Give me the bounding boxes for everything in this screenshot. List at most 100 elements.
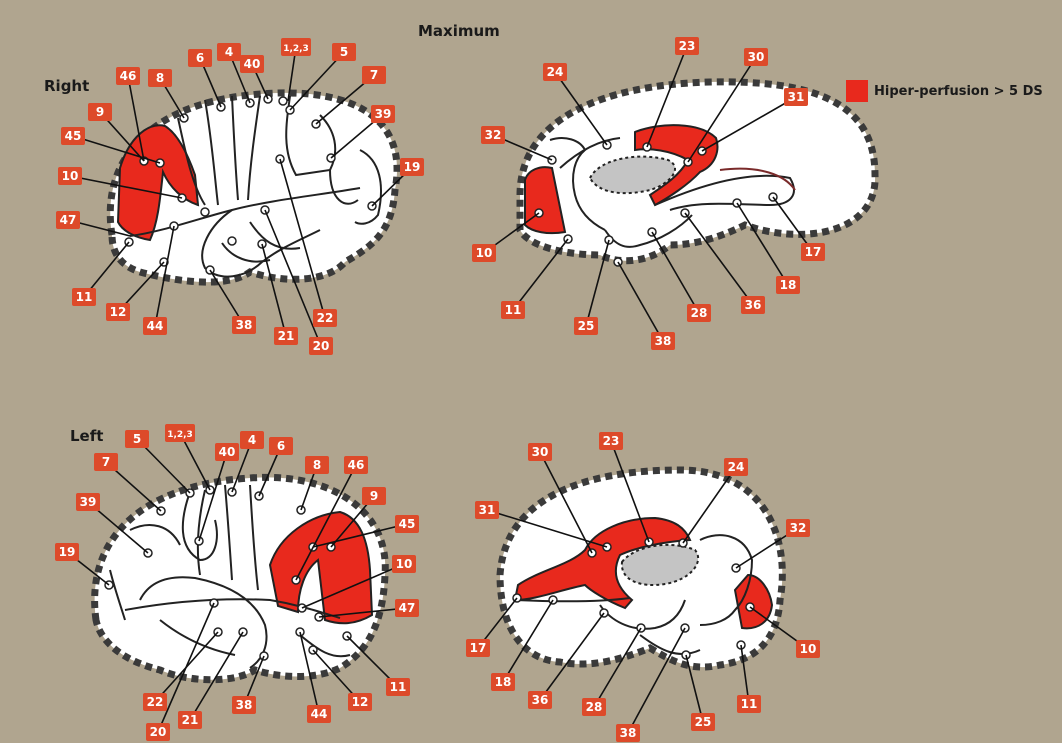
svg-text:22: 22 [147,695,164,709]
right-lateral-view [110,93,397,282]
left-medial-label: 30 [528,443,552,461]
left-medial-label: 31 [475,501,499,519]
left-medial-label: 24 [724,458,748,476]
svg-text:5: 5 [340,45,348,59]
svg-text:6: 6 [196,51,204,65]
svg-text:1,2,3: 1,2,3 [167,430,193,440]
left-lateral-label: 6 [269,437,293,455]
right-lateral-label: 12 [106,303,130,321]
svg-text:30: 30 [532,445,549,459]
right-medial-label: 38 [651,332,675,350]
svg-text:38: 38 [236,318,253,332]
svg-text:36: 36 [532,693,549,707]
right-medial-label: 30 [744,48,768,66]
right-medial-label: 36 [741,296,765,314]
right-lateral-label: 44 [143,317,167,335]
svg-text:5: 5 [133,432,141,446]
svg-text:20: 20 [150,725,167,739]
right-medial-label: 24 [543,63,567,81]
svg-text:11: 11 [505,303,522,317]
svg-text:25: 25 [695,715,712,729]
right-medial-label: 28 [687,304,711,322]
svg-text:36: 36 [745,298,762,312]
svg-text:18: 18 [780,278,797,292]
left-lateral-label: 45 [395,515,419,533]
svg-text:24: 24 [728,460,745,474]
right-lateral-label: 21 [274,327,298,345]
svg-text:10: 10 [476,246,493,260]
svg-text:12: 12 [110,305,127,319]
right-medial-view [520,82,875,266]
left-lateral-label: 19 [55,543,79,561]
svg-text:38: 38 [655,334,672,348]
svg-text:19: 19 [59,545,76,559]
svg-text:32: 32 [790,521,807,535]
right-lateral-label: 10 [58,167,82,185]
svg-text:10: 10 [396,557,413,571]
svg-text:44: 44 [147,319,164,333]
svg-text:25: 25 [578,319,595,333]
left-lateral-label: 1,2,3 [165,424,195,442]
right-lateral-label: 8 [148,69,172,87]
left-medial-label: 18 [491,673,515,691]
svg-text:23: 23 [603,434,620,448]
left-medial-label: 25 [691,713,715,731]
svg-text:4: 4 [248,433,256,447]
svg-text:40: 40 [219,445,236,459]
left-lateral-label: 22 [143,693,167,711]
svg-text:31: 31 [479,503,496,517]
left-medial-label: 23 [599,432,623,450]
svg-text:32: 32 [485,128,502,142]
svg-text:38: 38 [236,698,253,712]
right-lateral-label: 47 [56,211,80,229]
svg-text:19: 19 [404,160,421,174]
right-lateral-label: 1,2,3 [281,38,311,56]
left-lateral-label: 20 [146,723,170,741]
svg-text:39: 39 [375,107,392,121]
svg-text:7: 7 [102,455,110,469]
left-lateral-label: 8 [305,456,329,474]
left-medial-label: 17 [466,639,490,657]
svg-text:38: 38 [620,726,637,740]
left-medial-label: 28 [582,698,606,716]
right-lateral-label: 20 [309,337,333,355]
svg-text:6: 6 [277,439,285,453]
svg-text:46: 46 [120,69,137,83]
left-lateral-label: 12 [348,693,372,711]
svg-text:24: 24 [547,65,564,79]
svg-text:44: 44 [311,707,328,721]
right-lateral-label: 7 [362,66,386,84]
left-lateral-label: 5 [125,430,149,448]
svg-text:9: 9 [96,105,104,119]
svg-text:17: 17 [805,245,822,259]
left-medial-label: 11 [737,695,761,713]
left-lateral-label: 4 [240,431,264,449]
right-lateral-label: 11 [72,288,96,306]
right-lateral-label: 38 [232,316,256,334]
right-lateral-label: 4 [217,43,241,61]
right-medial-label: 32 [481,126,505,144]
svg-text:45: 45 [399,517,416,531]
svg-text:46: 46 [348,458,365,472]
left-lateral-label: 38 [232,696,256,714]
right-lateral-label: 5 [332,43,356,61]
right-lateral-label: 19 [400,158,424,176]
right-medial-label: 18 [776,276,800,294]
right-medial-label: 10 [472,244,496,262]
left-lateral-label: 46 [344,456,368,474]
right-lateral-label: 9 [88,103,112,121]
left-lateral-view [95,477,386,679]
svg-text:31: 31 [788,90,805,104]
left-lateral-label: 7 [94,453,118,471]
svg-text:4: 4 [225,45,233,59]
svg-text:21: 21 [182,713,199,727]
left-lateral-label: 21 [178,711,202,729]
right-lateral-label: 46 [116,67,140,85]
svg-text:12: 12 [352,695,369,709]
svg-text:7: 7 [370,68,378,82]
svg-text:47: 47 [399,601,416,615]
svg-text:28: 28 [691,306,708,320]
left-medial-view [500,470,782,667]
left-lateral-label: 44 [307,705,331,723]
